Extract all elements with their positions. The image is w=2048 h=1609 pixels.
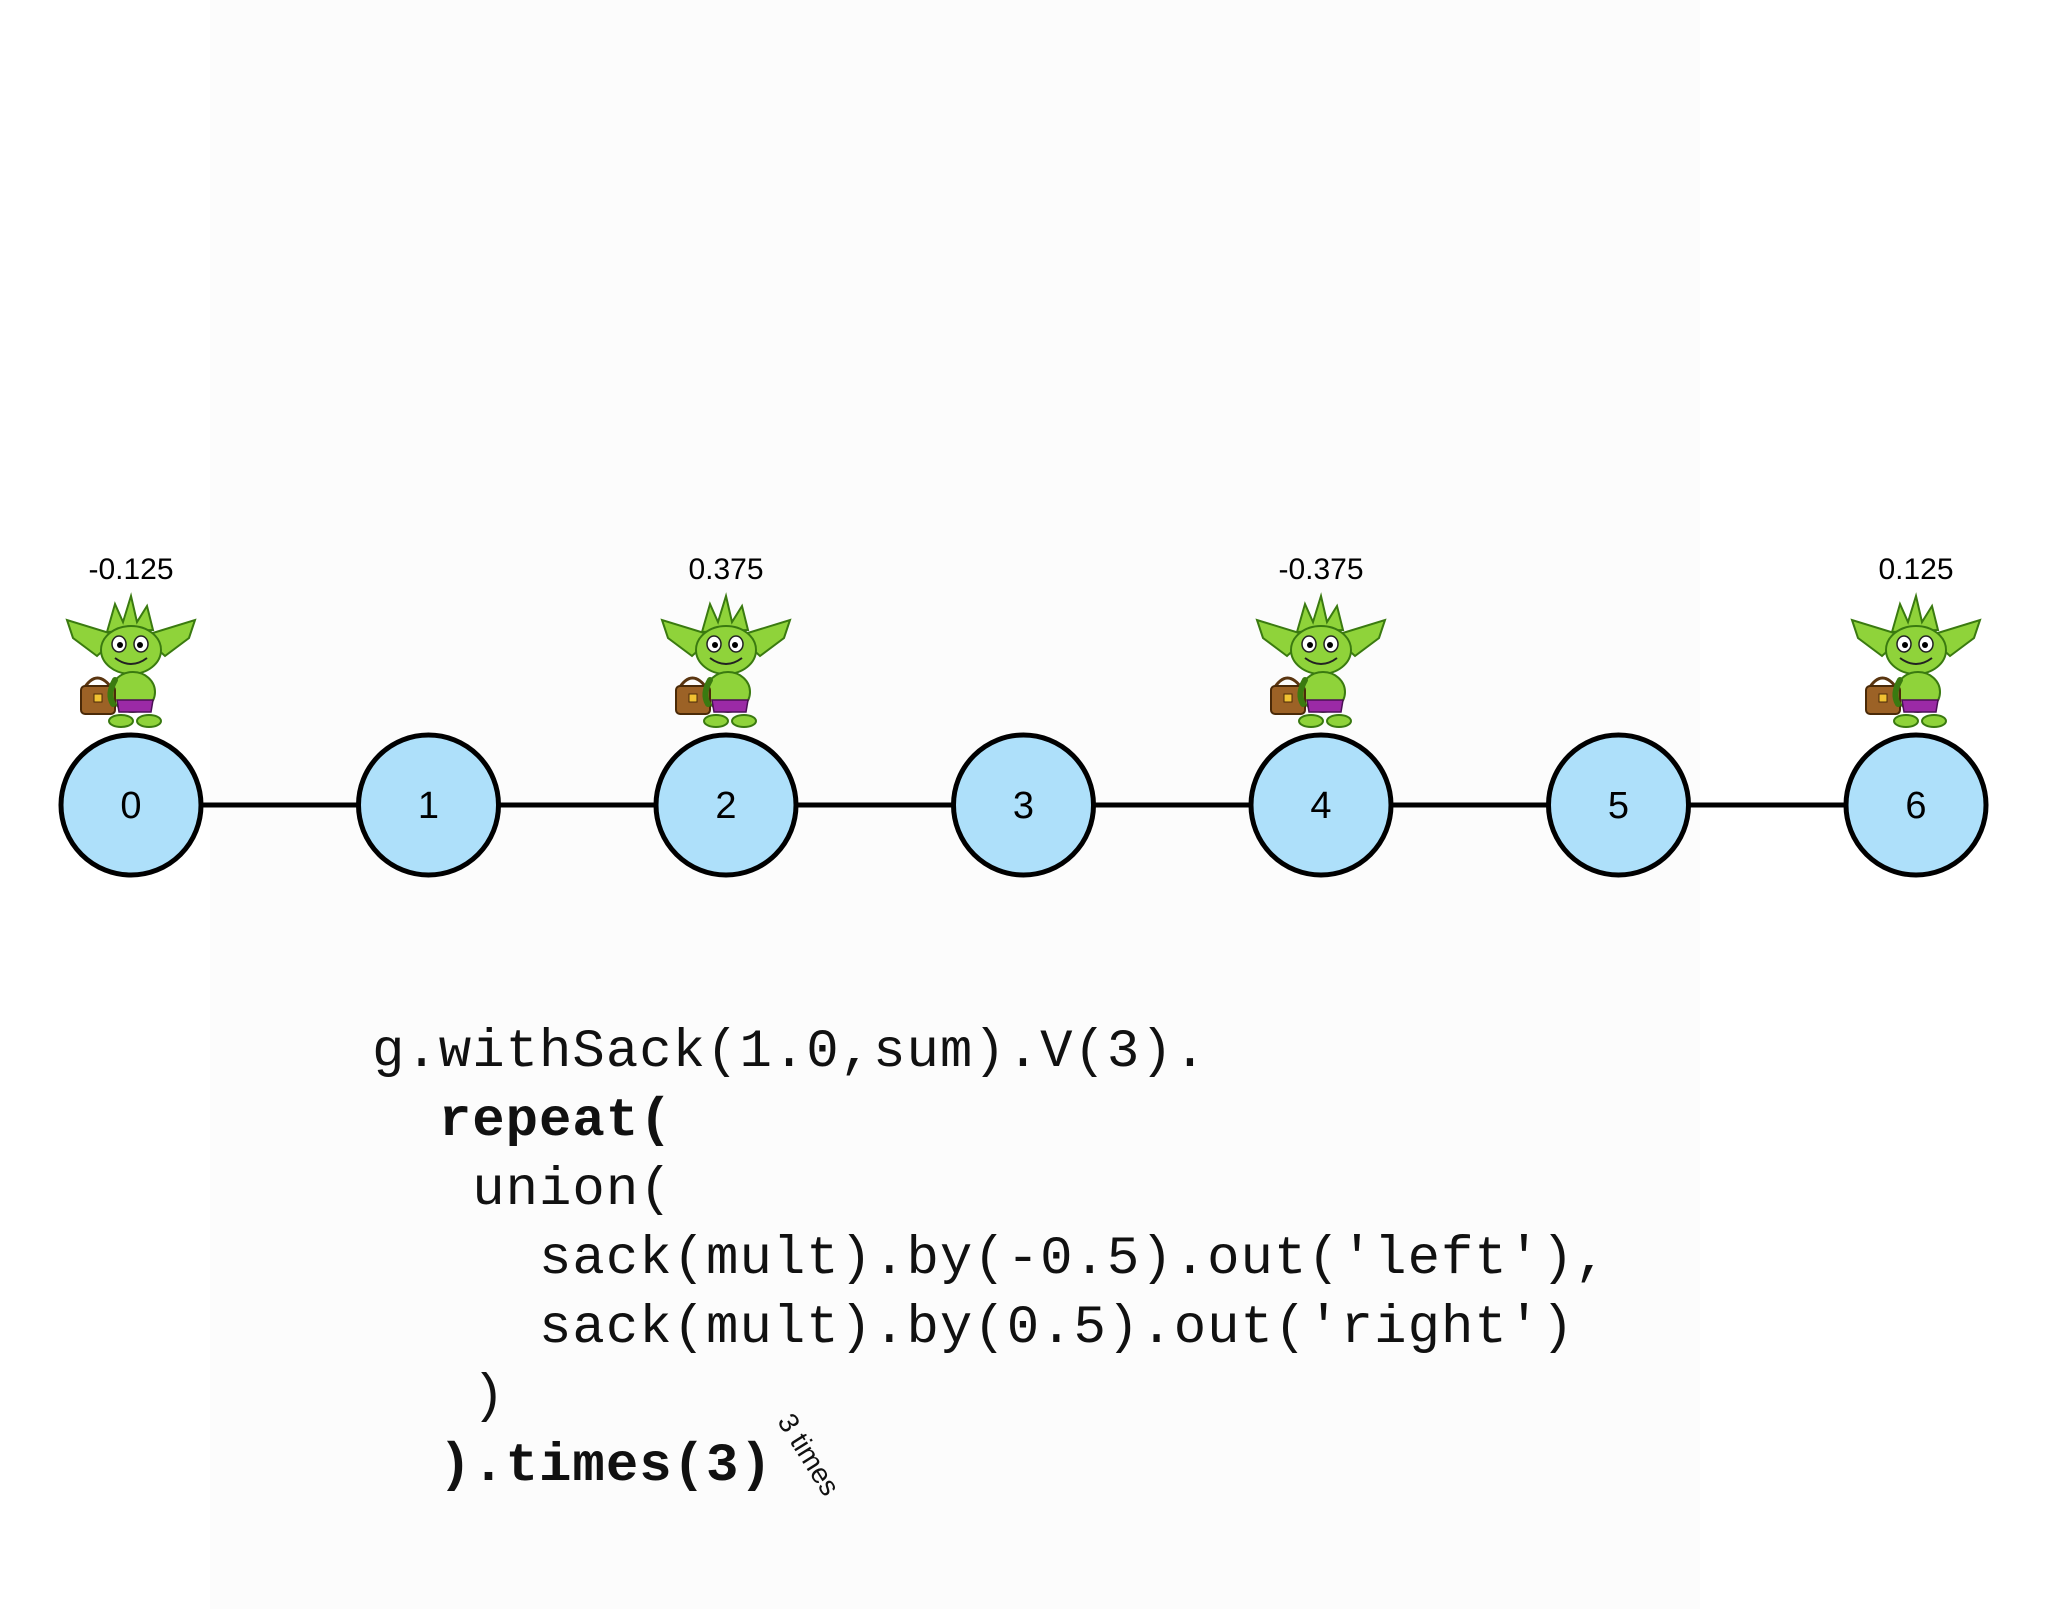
node-circle bbox=[1843, 732, 1989, 878]
code-line-1: g.withSack(1.0,sum).V(3). bbox=[372, 1022, 1208, 1083]
node-label: 4 bbox=[1310, 785, 1331, 827]
goblin-with-bag-icon bbox=[662, 596, 790, 727]
code-line-3: union( bbox=[472, 1160, 673, 1221]
node-label: 3 bbox=[1013, 785, 1034, 827]
sack-value-label: 0.375 bbox=[688, 553, 763, 586]
code-line-6: ) bbox=[472, 1367, 506, 1428]
sack-value-label: 0.125 bbox=[1878, 553, 1953, 586]
node-label: 1 bbox=[418, 785, 439, 827]
node-label: 0 bbox=[120, 785, 141, 827]
node-circle bbox=[951, 732, 1096, 878]
sack-value-label: -0.375 bbox=[1278, 553, 1363, 586]
gremlin-code-block: g.withSack(1.0,sum).V(3). repeat( union(… bbox=[372, 1018, 1608, 1501]
traverser-at-node-0: -0.125 bbox=[67, 553, 195, 727]
node-label: 5 bbox=[1608, 785, 1629, 827]
node-circle bbox=[356, 732, 501, 878]
goblin-with-bag-icon bbox=[1257, 596, 1385, 727]
node-2: 2 bbox=[653, 732, 799, 878]
node-6: 6 bbox=[1843, 732, 1989, 878]
node-circle bbox=[1546, 732, 1691, 878]
code-line-5: sack(mult).by(0.5).out('right') bbox=[539, 1298, 1575, 1359]
node-1: 1 bbox=[356, 732, 501, 878]
node-label: 2 bbox=[715, 785, 736, 827]
node-3: 3 bbox=[951, 732, 1096, 878]
node-0: 0 bbox=[58, 732, 204, 878]
goblin-with-bag-icon bbox=[1852, 596, 1980, 727]
node-circle bbox=[653, 732, 799, 878]
goblin-with-bag-icon bbox=[67, 596, 195, 727]
node-circle bbox=[58, 732, 204, 878]
traverser-at-node-2: 0.375 bbox=[662, 553, 790, 727]
code-line-7: ).times(3) bbox=[438, 1436, 773, 1497]
sack-value-label: -0.125 bbox=[88, 553, 173, 586]
node-label: 6 bbox=[1905, 785, 1926, 827]
node-4: 4 bbox=[1248, 732, 1394, 878]
node-5: 5 bbox=[1546, 732, 1691, 878]
traverser-at-node-6: 0.125 bbox=[1852, 553, 1980, 727]
node-circle bbox=[1248, 732, 1394, 878]
code-line-4: sack(mult).by(-0.5).out('left'), bbox=[539, 1229, 1608, 1290]
traversers: -0.125 0.375 -0.375 0.125 bbox=[67, 553, 1980, 727]
code-line-2: repeat( bbox=[438, 1091, 673, 1152]
traverser-at-node-4: -0.375 bbox=[1257, 553, 1385, 727]
graph-diagram: -0.125 0.375 -0.375 0.125 0 1 2 3 4 5 6 bbox=[58, 553, 1989, 878]
nodes: 0 1 2 3 4 5 6 bbox=[58, 732, 1989, 878]
